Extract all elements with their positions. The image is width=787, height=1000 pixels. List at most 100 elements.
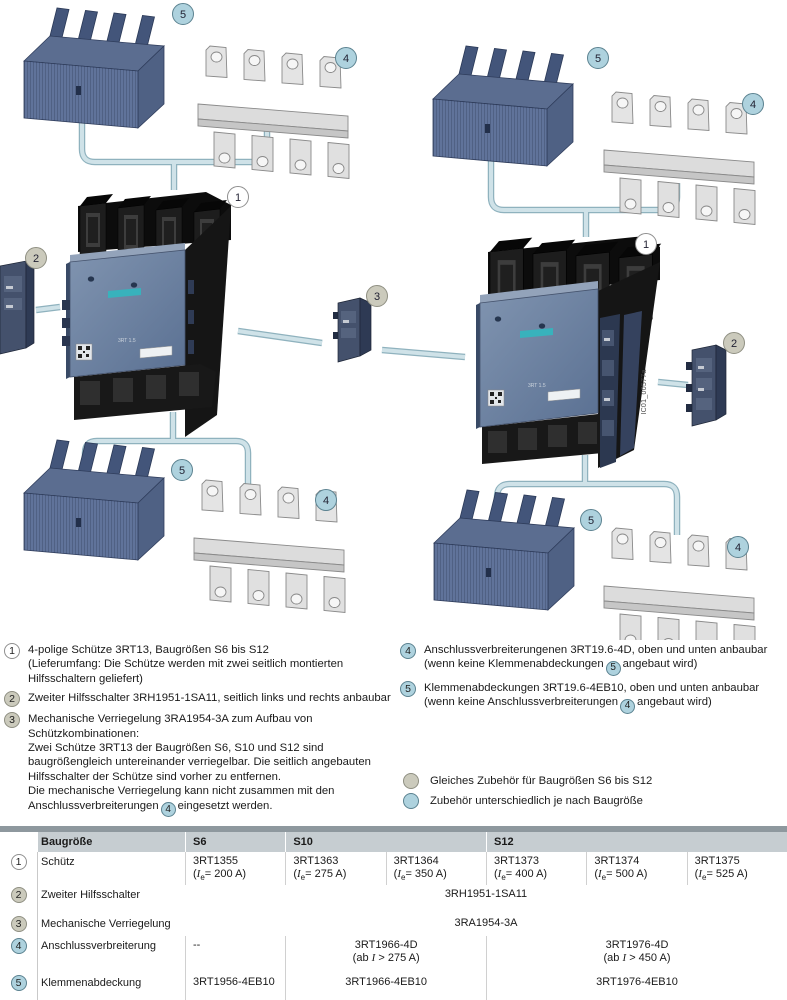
terminal-cover-top-left — [23, 7, 165, 129]
svg-text:1: 1 — [643, 239, 649, 251]
row-abdeckung-number: 5 — [0, 973, 38, 1000]
terminal-cover-bottom-right — [433, 489, 575, 611]
legend-item-3-text: Mechanische Verriegelung 3RA1954-3A zum … — [28, 712, 371, 818]
legend-item-3: 3 Mechanische Verriegelung 3RA1954-3A zu… — [4, 712, 396, 818]
rating-label — [547, 388, 581, 402]
blue-dot-icon — [403, 793, 419, 809]
color-key: Gleiches Zubehör für Baugrößen S6 bis S1… — [400, 771, 652, 811]
legend-item-1: 1 4-polige Schütze 3RT13, Baugrößen S6 b… — [4, 643, 396, 686]
product-code-text: 3RT 1.5 — [528, 383, 546, 389]
header-s10: S10 — [285, 832, 486, 852]
legend-item-2: 2 Zweiter Hilfsschalter 3RH1951-1SA11, s… — [4, 691, 396, 708]
siemens-logo-strip — [108, 288, 141, 298]
header-baugroesse: Baugröße — [38, 832, 185, 852]
abdeckung-s10: 3RT1966-4EB10 — [285, 973, 486, 1000]
header-empty-cell — [0, 832, 38, 852]
hilfsschalter-value: 3RH1951-1SA11 — [444, 888, 528, 900]
gray-dot-icon — [403, 773, 419, 789]
callout-4-bottom-right: 4 — [727, 536, 749, 558]
callout-3-badge: 3 — [4, 712, 20, 729]
row-hilfsschalter-label: Zweiter Hilfsschalter — [41, 889, 141, 901]
schuetz-s10a: 3RT1363 (Ie= 275 A) — [285, 852, 385, 885]
legend-item-1-text: 4-polige Schütze 3RT13, Baugrößen S6 bis… — [28, 644, 344, 685]
aux-switch-right — [686, 344, 727, 427]
verbreiterung-s6: -- — [185, 936, 285, 973]
callout-1-badge: 1 — [4, 643, 20, 659]
inline-callout-4: 4 — [160, 802, 176, 818]
contactor-right: 3RT 1.5 — [476, 236, 662, 468]
inline-callout-5: 5 — [605, 660, 621, 676]
row-schuetz-label: Schütz — [41, 856, 75, 868]
mechanical-interlock — [333, 297, 372, 363]
header-s12: S12 — [486, 832, 787, 852]
legend-item-5-text: Klemmenabdeckungen 3RT19.6-4EB10, oben u… — [424, 681, 759, 714]
callout-5-bottom-left: 5 — [171, 459, 193, 481]
callout-2-badge: 2 — [4, 691, 20, 708]
verbreiterung-s12: 3RT1976-4D (ab I > 450 A) — [486, 936, 787, 973]
svg-text:5: 5 — [588, 515, 594, 527]
svg-text:5: 5 — [180, 9, 186, 21]
callout-4-top-left: 4 — [335, 47, 357, 69]
svg-text:4: 4 — [750, 99, 756, 111]
busbar-extension-top-right — [603, 91, 756, 225]
terminal-cover-bottom-left — [23, 439, 165, 561]
figure-id-watermark: IC01_00577a — [641, 369, 648, 414]
svg-text:2: 2 — [731, 338, 737, 350]
schuetz-s12a: 3RT1373 (Ie= 400 A) — [486, 852, 586, 885]
legend-right-column: 4 Anschlussverbreiterungenen 3RT19.6-4D,… — [400, 643, 786, 719]
svg-text:4: 4 — [735, 542, 741, 554]
contactor-left: 3RT 1.5 — [62, 192, 231, 437]
connector-lines — [35, 108, 689, 535]
callout-5-top-left: 5 — [172, 3, 194, 25]
table-top-border — [0, 826, 787, 832]
row-verriegelung-number: 3 — [0, 914, 38, 936]
callout-2-right: 2 — [723, 332, 745, 354]
verriegelung-value: 3RA1954-3A — [454, 917, 518, 929]
callout-5-badge: 5 — [400, 680, 416, 697]
product-code-text: 3RT 1.5 — [118, 338, 136, 344]
schuetz-s10b: 3RT1364 (Ie= 350 A) — [385, 852, 486, 885]
schuetz-s12b: 3RT1374 (Ie= 500 A) — [586, 852, 686, 885]
header-s6: S6 — [185, 832, 286, 852]
row-verriegelung-label: Mechanische Verriegelung — [41, 918, 171, 930]
inline-callout-4: 4 — [620, 698, 636, 714]
aux-switch-left — [0, 260, 35, 355]
row-hilfsschalter-number: 2 — [0, 885, 38, 914]
callout-1-left: 1 — [227, 186, 249, 208]
callout-3: 3 — [366, 285, 388, 307]
callout-5-bottom-right: 5 — [580, 509, 602, 531]
callout-4-bottom-left: 4 — [315, 489, 337, 511]
legend-item-2-text: Zweiter Hilfsschalter 3RH1951-1SA11, sei… — [28, 692, 391, 705]
verbreiterung-s10: 3RT1966-4D (ab I > 275 A) — [285, 936, 486, 973]
busbar-extension-top-left — [197, 45, 350, 179]
callout-5-top-right: 5 — [587, 47, 609, 69]
callout-4-top-right: 4 — [742, 93, 764, 115]
svg-text:4: 4 — [323, 495, 329, 507]
callout-1-right: 1 — [635, 233, 657, 255]
svg-text:5: 5 — [179, 465, 185, 477]
svg-text:5: 5 — [595, 53, 601, 65]
abdeckung-s6: 3RT1956-4EB10 — [185, 973, 285, 1000]
row-verbreiterung-number: 4 — [0, 936, 38, 973]
callout-2-left: 2 — [25, 247, 47, 269]
legend-item-4: 4 Anschlussverbreiterungenen 3RT19.6-4D,… — [400, 643, 786, 676]
svg-text:1: 1 — [235, 192, 241, 204]
schuetz-s12c: 3RT1375 (Ie= 525 A) — [686, 852, 787, 885]
callouts: 5 4 1 2 3 5 4 5 4 1 2 5 4 — [25, 3, 764, 558]
legend-item-5: 5 Klemmenabdeckungen 3RT19.6-4EB10, oben… — [400, 680, 786, 714]
sizes-table: Baugröße S6 S10 S12 1 Schütz 3RT1355 (Ie… — [0, 832, 787, 1000]
siemens-logo-strip — [520, 328, 553, 338]
svg-text:2: 2 — [33, 253, 39, 265]
legend-left-column: 1 4-polige Schütze 3RT13, Baugrößen S6 b… — [4, 643, 396, 822]
row-abdeckung-label: Klemmenabdeckung — [41, 977, 142, 989]
legend-item-4-text: Anschlussverbreiterungenen 3RT19.6-4D, o… — [424, 643, 767, 676]
schuetz-s6: 3RT1355 (Ie= 200 A) — [185, 852, 285, 885]
key-same-accessory: Gleiches Zubehör für Baugrößen S6 bis S1… — [400, 771, 652, 791]
abdeckung-s12: 3RT1976-4EB10 — [486, 973, 787, 1000]
rating-label — [139, 345, 173, 359]
terminal-cover-top-right — [432, 45, 574, 167]
row-schuetz-number: 1 — [0, 852, 38, 885]
exploded-view-diagram: 3RT 1.5 — [0, 3, 764, 640]
key-different-accessory: Zubehör unterschiedlich je nach Baugröße — [400, 791, 652, 811]
